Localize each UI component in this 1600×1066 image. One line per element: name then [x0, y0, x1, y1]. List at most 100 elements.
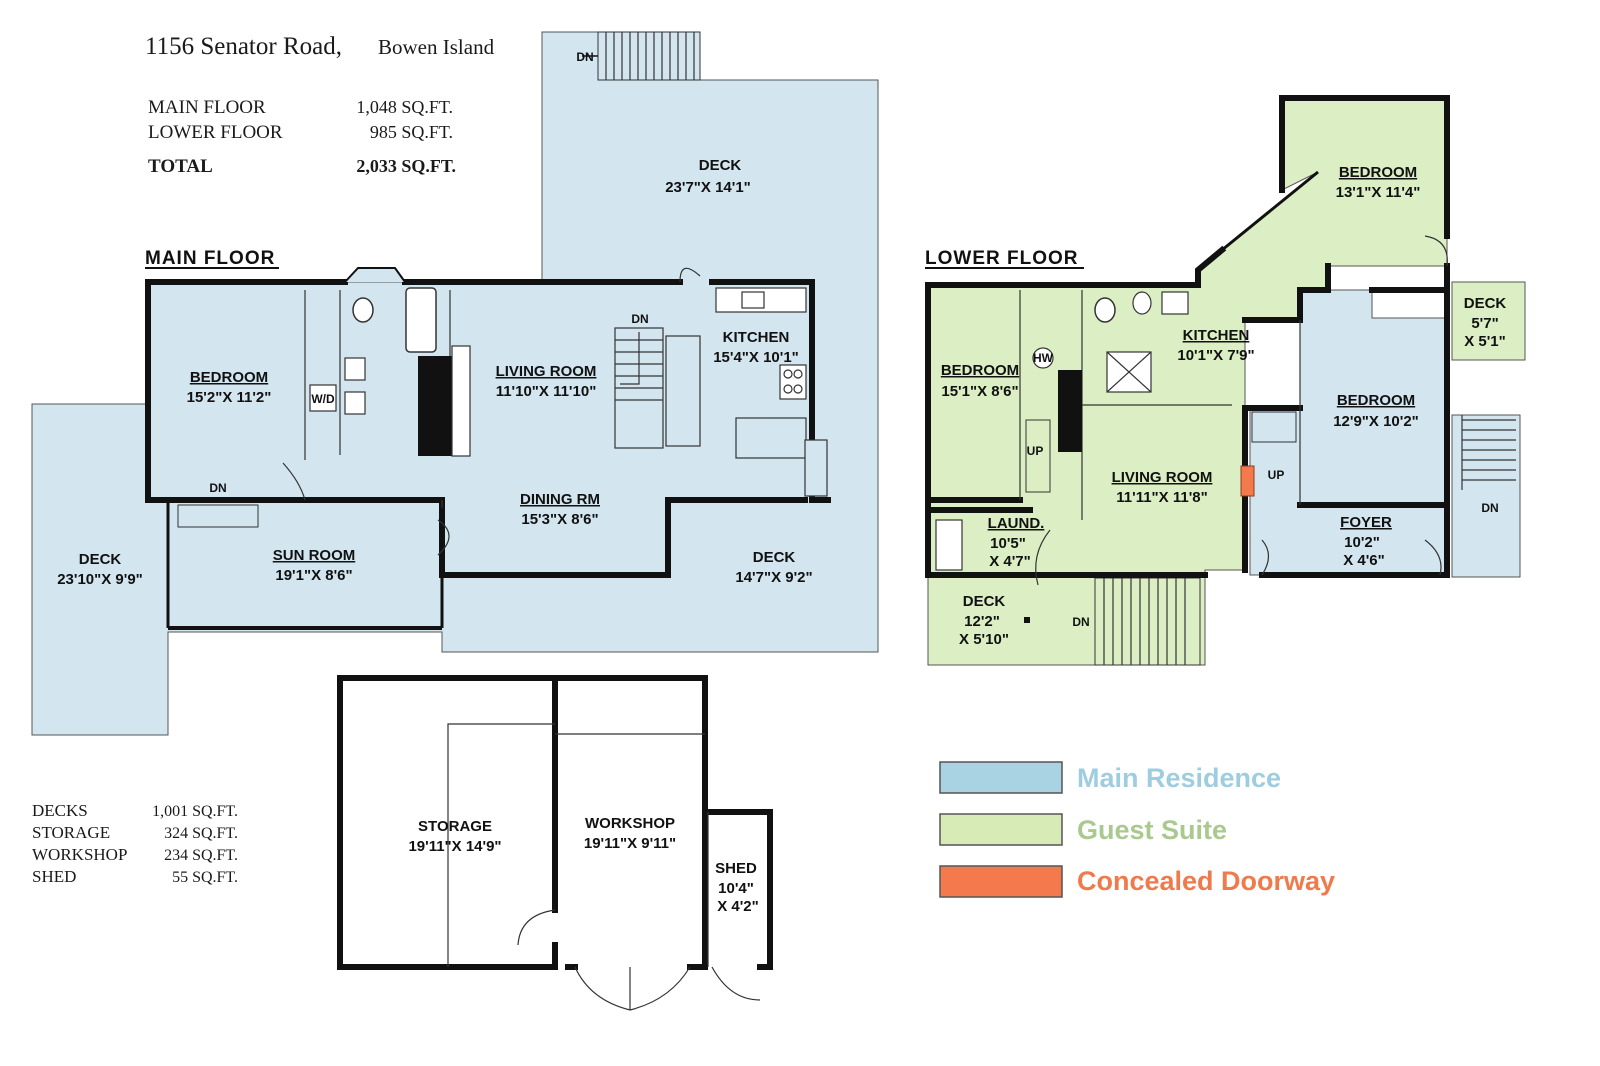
lower-laundry-dim1: 10'5" [990, 535, 1026, 552]
area-label-shed: SHED [32, 867, 76, 886]
legend: Main Residence Guest Suite Concealed Doo… [939, 761, 1335, 898]
hot-water-label: HW [1033, 351, 1054, 365]
lower-laundry-dim2: X 4'7" [989, 553, 1031, 570]
laundry-door [1035, 529, 1051, 586]
stove [779, 364, 807, 400]
washer-dryer-label: W/D [311, 392, 335, 406]
up-mark-lower-west: UP [1027, 444, 1044, 458]
kitchen-sink [741, 291, 765, 309]
lower-stairs-east-fill [1451, 414, 1521, 578]
fireplace [418, 356, 452, 456]
lower-deck-east-fill [1451, 281, 1526, 361]
dn-mark-top-deck: DN [576, 50, 593, 64]
area-value-workshop: 234 SQ.FT. [164, 847, 238, 864]
lower-toilet [1094, 297, 1116, 323]
laundry-machines [935, 519, 963, 571]
dn-mark-sunroom: DN [209, 481, 226, 495]
shed-dim2: X 4'2" [717, 898, 759, 915]
lower-west-stairs [1025, 419, 1051, 493]
outbuilding-walls [337, 675, 773, 970]
bath-sink-1 [344, 357, 366, 381]
lower-east-stairs [1251, 411, 1297, 443]
legend-label-concealed-doorway: Concealed Doorway [1077, 866, 1335, 896]
lower-bedroom-ne-dim: 13'1"X 11'4" [1336, 184, 1421, 201]
main-deck-right-dim: 14'7"X 9'2" [735, 569, 812, 586]
main-dining-dim: 15'3"X 8'6" [521, 511, 598, 528]
lower-living-name: LIVING ROOM [1112, 469, 1213, 486]
workshop-name: WORKSHOP [585, 815, 675, 832]
area-label-lower-floor: LOWER FLOOR [148, 122, 283, 143]
deck-door [679, 267, 701, 283]
concealed-doorway [1240, 465, 1255, 497]
outbuilding: STORAGE 19'11"X 14'9" WORKSHOP 19'11"X 9… [337, 675, 773, 1011]
up-mark-lower-east: UP [1268, 468, 1285, 482]
property-address: 1156 Senator Road, [145, 33, 342, 60]
storage-dim: 19'11"X 14'9" [408, 838, 501, 855]
legend-swatch-main-residence [939, 761, 1063, 794]
washer-dryer [309, 384, 337, 412]
main-living-dim: 11'10"X 11'10" [496, 383, 597, 400]
lower-stairs-east [1461, 415, 1516, 490]
kitchen-bay [804, 439, 828, 497]
hot-water-tank [1032, 347, 1054, 369]
area-label-total: TOTAL [148, 156, 213, 177]
dn-mark-lower-east: DN [1481, 501, 1498, 515]
main-kitchen-dim: 15'4"X 10'1" [713, 349, 799, 366]
area-label-storage: STORAGE [32, 823, 110, 842]
deck-stairs-top [582, 31, 701, 81]
property-locality: Bowen Island [378, 35, 495, 59]
lower-deck-south-name: DECK [963, 593, 1006, 610]
legend-label-guest-suite: Guest Suite [1077, 815, 1227, 845]
foyer-doors [1261, 539, 1442, 576]
bedroom-door [282, 462, 306, 501]
shed-name: SHED [715, 860, 757, 877]
lower-angled-wall [1221, 170, 1319, 252]
lower-deck-south-dim2: X 5'10" [959, 631, 1009, 648]
outbuilding-doors [517, 909, 761, 1011]
deck-post [1024, 617, 1030, 623]
storage-name: STORAGE [418, 818, 492, 835]
lower-bedroom-w-dim: 15'1"X 8'6" [941, 383, 1018, 400]
lower-bath-sink [1132, 291, 1152, 315]
bay-window [344, 267, 406, 283]
area-label-workshop: WORKSHOP [32, 845, 127, 864]
legend-swatch-concealed-doorway [939, 865, 1063, 898]
lower-foyer-name: FOYER [1340, 514, 1392, 531]
header-block: 1156 Senator Road, Bowen Island MAIN FLO… [145, 33, 495, 177]
hearth [451, 345, 471, 457]
bedroom-ne-door [1424, 235, 1448, 267]
dn-mark-lower-south: DN [1072, 615, 1089, 629]
sunroom-door [437, 519, 450, 556]
lower-bedroom-ne-name: BEDROOM [1339, 164, 1417, 181]
area-value-storage: 324 SQ.FT. [164, 825, 238, 842]
legend-label-main-residence: Main Residence [1077, 763, 1281, 793]
lower-deck-east-name: DECK [1464, 295, 1507, 312]
sunroom-steps [177, 504, 259, 528]
extra-areas-block: DECKS 1,001 SQ.FT. STORAGE 324 SQ.FT. WO… [32, 801, 238, 886]
area-value-shed: 55 SQ.FT. [172, 869, 238, 886]
lower-floor: LOWER FLOOR DN DN [925, 95, 1526, 666]
area-value-lower-floor: 985 SQ.FT. [370, 122, 453, 142]
dn-mark-interior-stairs: DN [631, 312, 648, 326]
area-label-decks: DECKS [32, 801, 88, 820]
main-floor-title: MAIN FLOOR [145, 248, 275, 269]
main-living-name: LIVING ROOM [496, 363, 597, 380]
shed-dim1: 10'4" [718, 880, 754, 897]
main-dining-name: DINING RM [520, 491, 600, 508]
main-deck-left-name: DECK [79, 551, 122, 568]
lower-foyer-dim1: 10'2" [1344, 534, 1380, 551]
main-deck-top-dim: 23'7"X 14'1" [665, 179, 751, 196]
lower-kitchen-dim: 10'1"X 7'9" [1177, 347, 1254, 364]
workshop-dim: 19'11"X 9'11" [584, 835, 676, 852]
main-floor: MAIN FLOOR DN W/D [31, 31, 879, 736]
lower-chimney [1058, 370, 1082, 452]
lower-kitchen-sink [1161, 291, 1189, 315]
lower-deck-east-dim2: X 5'1" [1464, 333, 1506, 350]
area-value-decks: 1,001 SQ.FT. [152, 803, 238, 820]
lower-deck-south-dim1: 12'2" [964, 613, 1000, 630]
main-kitchen-name: KITCHEN [723, 329, 790, 346]
lower-foyer-dim2: X 4'6" [1343, 552, 1385, 569]
outbuilding-inner-lines [447, 723, 709, 967]
